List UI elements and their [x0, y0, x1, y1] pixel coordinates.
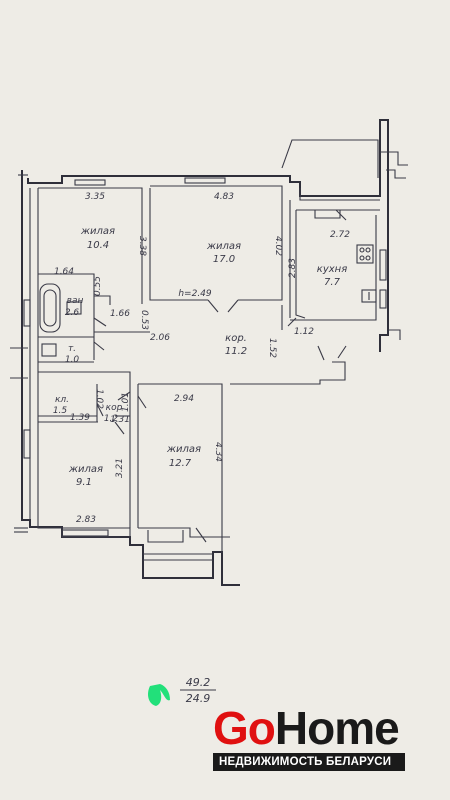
- room-area-bath: 2.6: [65, 308, 80, 318]
- dim-label: 0.53: [139, 310, 149, 330]
- room-name-living-2: жилая: [206, 241, 241, 252]
- dim-label: 2.94: [174, 394, 194, 404]
- brand-home: Home: [274, 702, 400, 754]
- dim-label: 1.39: [70, 413, 90, 423]
- dim-label: 1.31: [110, 415, 130, 425]
- dim-label: 1.02: [94, 389, 104, 409]
- room-labels: жилая 10.4 жилая 17.0 кухня 7.7 ван 2.6 …: [53, 226, 347, 488]
- brand-tagline: НЕДВИЖИМОСТЬ БЕЛАРУСИ: [213, 753, 405, 771]
- room-area-pantry: 1.5: [53, 406, 68, 416]
- room-area-corridor-small: 1.2: [104, 414, 119, 424]
- brand-go: Go: [213, 702, 276, 754]
- dim-label: 4.02: [273, 236, 283, 256]
- dim-label: 2.83: [76, 515, 96, 525]
- room-name-corridor: кор.: [225, 333, 247, 344]
- dim-label: 1.01: [121, 392, 131, 412]
- doors: [93, 209, 347, 543]
- room-name-living-1: жилая: [80, 226, 115, 237]
- dim-label: 2.72: [330, 230, 350, 240]
- room-name-toilet: т.: [68, 344, 76, 354]
- dim-label: 2.83: [288, 258, 298, 278]
- highlighter-mark: [148, 684, 170, 706]
- dimension-labels: 3.35 4.83 3.38 4.02 2.72 2.83 1.64 0.55 …: [54, 192, 350, 525]
- room-name-living-4: жилая: [166, 444, 201, 455]
- room-area-kitchen: 7.7: [324, 277, 341, 288]
- dim-label: 0.55: [93, 276, 103, 296]
- dim-label: 3.38: [137, 236, 147, 256]
- sink-icon: [361, 289, 377, 303]
- room-name-living-3: жилая: [68, 464, 103, 475]
- dim-label: 4.83: [214, 192, 234, 202]
- brand-wordmark: GoHome: [213, 705, 413, 751]
- dim-label: 3.35: [85, 192, 105, 202]
- kitchen-fixtures: [356, 244, 377, 303]
- room-area-living-2: 17.0: [213, 254, 235, 265]
- ceiling-height-label: h=2.49: [178, 289, 212, 299]
- room-area-living-4: 12.7: [169, 458, 192, 469]
- dim-label: 2.06: [150, 333, 170, 343]
- dim-label: 1.52: [267, 338, 277, 358]
- room-name-kitchen: кухня: [317, 264, 347, 275]
- area-totals: 49.2 24.9: [148, 676, 216, 706]
- walls: [10, 119, 408, 586]
- room-area-toilet: 1.0: [65, 355, 80, 365]
- stove-icon: [356, 244, 374, 264]
- brand-logo: GoHome НЕДВИЖИМОСТЬ БЕЛАРУСИ: [213, 705, 413, 771]
- total-area-bottom: 24.9: [186, 692, 211, 705]
- room-name-bath: ван: [67, 296, 84, 306]
- dim-label: 4.34: [213, 442, 223, 462]
- room-area-living-3: 9.1: [76, 477, 92, 488]
- room-name-corridor-small: кор: [106, 403, 123, 413]
- dim-label: 3.21: [115, 458, 125, 478]
- room-area-living-1: 10.4: [87, 240, 109, 251]
- room-area-corridor: 11.2: [225, 346, 247, 357]
- total-area-top: 49.2: [186, 676, 211, 689]
- dim-label: 1.66: [110, 309, 130, 319]
- dim-label: 1.12: [294, 327, 314, 337]
- room-name-pantry: кл.: [55, 395, 69, 405]
- dim-label: 1.64: [54, 267, 74, 277]
